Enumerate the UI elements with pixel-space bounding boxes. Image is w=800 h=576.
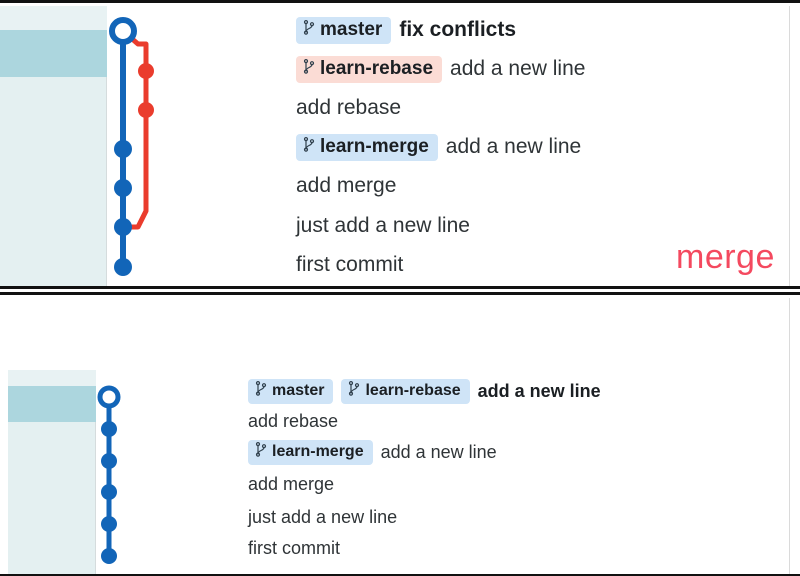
merge-node-master-3 [114,179,132,197]
commit-row[interactable]: master learn-rebase add a new line [248,378,601,404]
commit-row[interactable]: just add a new line [248,504,397,530]
rebase-node-master-5 [101,516,117,532]
branch-badge-learn-rebase[interactable]: learn-rebase [341,378,470,404]
rebase-panel: master learn-rebase add a new line add reba… [0,292,800,576]
commit-message: add rebase [248,410,339,431]
branch-badge-master[interactable]: master [248,378,334,404]
commit-message: fix conflicts [399,18,517,41]
branch-name-label: learn-merge [320,136,429,157]
rebase-sidebar-selected-row[interactable] [8,386,96,422]
merge-node-master-head [109,17,137,45]
commit-row[interactable]: add merge [296,173,396,199]
rebase-graph-svg [97,385,121,564]
branch-name-label: learn-rebase [320,58,434,79]
merge-node-master-4 [114,218,132,236]
git-branch-icon [348,380,360,401]
git-branch-icon [303,58,315,74]
commit-row[interactable]: add merge [248,471,334,497]
branch-badge-master[interactable]: master [296,16,392,44]
merge-graph-svg [109,17,154,276]
rebase-node-master-head [97,385,121,409]
merge-big-label: merge [676,238,775,276]
git-branch-icon [255,441,267,462]
branch-badge-learn-merge[interactable]: learn-merge [296,133,438,161]
commit-message: add a new line [445,135,582,158]
commit-row[interactable]: first commit [248,535,340,561]
merge-rebase-branch-path [120,28,149,230]
commit-message: add merge [296,174,397,197]
rebase-node-master-6 [101,548,117,564]
rebase-node-master-4 [101,484,117,500]
commit-row[interactable]: add rebase [248,408,338,434]
git-branch-icon [303,136,315,152]
rebase-commit-list: master learn-rebase add a new line add reba… [248,298,800,574]
commit-row[interactable]: add rebase [296,95,401,121]
git-branch-icon [303,136,315,158]
commit-message: add a new line [450,57,586,80]
commit-message: just add a new line [296,214,470,237]
git-branch-icon [303,19,315,41]
commit-message: add a new line [380,441,497,462]
merge-sidebar-top-strip [0,6,107,30]
merge-node-master-5 [114,258,132,276]
commit-message: just add a new line [248,506,398,527]
commit-row[interactable]: just add a new line [296,213,470,239]
merge-node-rebase-1 [138,63,154,79]
commit-row[interactable]: learn-merge add a new line [248,439,497,465]
branch-name-label: learn-rebase [365,381,461,399]
merge-node-master-2 [114,140,132,158]
git-branch-icon [255,441,267,457]
rebase-sidebar-top-strip [8,370,96,386]
git-branch-icon [303,19,315,35]
git-branch-icon [255,380,267,396]
rebase-node-master-3 [101,453,117,469]
rebase-commit-graph [96,370,136,574]
commit-message: first commit [296,253,404,276]
branch-name-label: master [320,19,383,40]
commit-message: add rebase [296,96,402,119]
git-branch-icon [349,380,360,396]
commit-row[interactable]: first commit [296,252,403,278]
branch-name-label: learn-merge [272,442,364,460]
git-branch-icon [255,380,267,401]
commit-row[interactable]: learn-rebase add a new line [296,55,586,83]
branch-badge-learn-rebase[interactable]: learn-rebase [296,55,443,83]
rebase-node-master-2 [101,421,117,437]
commit-message: add a new line [477,380,601,401]
merge-commit-list: master fix conflicts learn-rebase add a new… [296,6,800,286]
merge-right-edge-rule [789,6,790,286]
merge-panel: master fix conflicts learn-rebase add a new… [0,0,800,289]
merge-commit-graph [108,6,178,286]
branch-badge-learn-merge[interactable]: learn-merge [248,439,373,465]
branch-name-label: master [272,381,325,399]
merge-sidebar-selected-row[interactable] [0,30,107,77]
commit-message: add merge [248,473,335,494]
rebase-right-edge-rule [789,298,790,574]
commit-row[interactable]: master fix conflicts [296,16,517,44]
commit-message: first commit [248,537,340,558]
commit-row[interactable]: learn-merge add a new line [296,133,582,161]
git-branch-icon [303,58,315,80]
merge-node-rebase-2 [138,102,154,118]
